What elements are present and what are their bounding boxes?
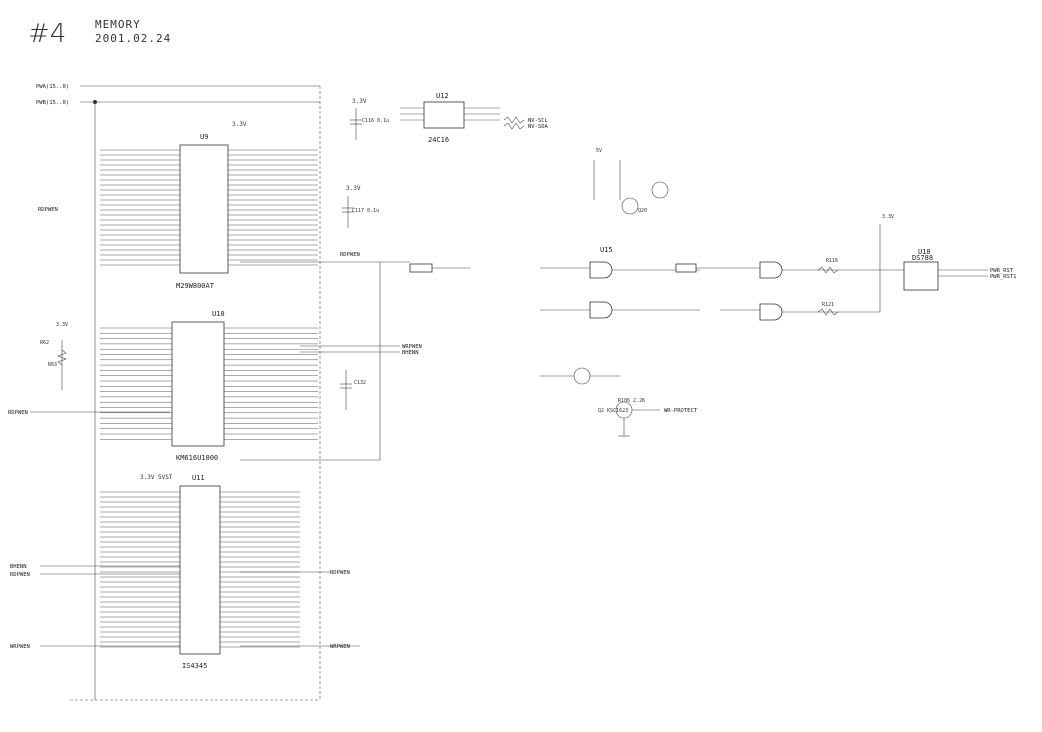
- sheet-date: 2001.02.24: [95, 32, 171, 45]
- net-pwr-rst1: PWR_RST1: [990, 274, 1017, 280]
- c116-label: C116 0.1u: [362, 118, 389, 124]
- r121-label: R121: [822, 302, 834, 308]
- r116-label: R116: [826, 258, 838, 264]
- u9-part: M29W800AT: [176, 282, 215, 290]
- net-wrpwen-mid: WRPWEN: [402, 344, 422, 350]
- net-bhenn-left: BHENN: [10, 564, 27, 570]
- net-wrpwen-left: WRPWEN: [10, 644, 30, 650]
- u9-vcc: 3.3V: [232, 121, 247, 128]
- net-pwr-rst: PWR_RST: [990, 268, 1014, 274]
- c117-vcc: 3.3V: [346, 185, 361, 192]
- q2-label: Q2 KSC1623: [598, 408, 628, 414]
- svg-text:U18: U18: [918, 248, 931, 256]
- net-sda: NV-SDA: [528, 124, 549, 130]
- sheet-number: #4: [28, 19, 66, 49]
- u18-part: DS788: [912, 254, 933, 262]
- net-rdpwen-mid2: RDPWEN: [340, 252, 360, 258]
- net-scl: NV-SCL: [528, 118, 549, 124]
- net-bhenn-mid: BHENN: [402, 350, 419, 356]
- u10-sram-chip: U10 KM616U1000: [100, 310, 318, 462]
- c117-label: C117 0.1u: [352, 208, 379, 214]
- r106-label: R106 2.2K: [618, 398, 645, 404]
- u12-part: 24C16: [428, 136, 449, 144]
- svg-text:U9: U9: [200, 133, 208, 141]
- c132-label: C132: [354, 380, 366, 386]
- net-rdpwen-mid: RDPWEN: [8, 410, 28, 416]
- bus-label-pwa: PWA(15..0): [36, 84, 69, 90]
- net-rdpwen-right: RDPWEN: [330, 570, 350, 576]
- u11-chip: U11 IS4345: [100, 474, 300, 670]
- u18-vcc: 3.3V: [882, 214, 894, 220]
- q20-label: Q20: [638, 208, 647, 214]
- u15-logic-gates: U15: [589, 246, 783, 321]
- svg-text:U12: U12: [436, 92, 449, 100]
- u12-eeprom-chip: U12 24C16: [400, 92, 525, 144]
- u10-part: KM616U1000: [176, 454, 218, 462]
- svg-text:U15: U15: [600, 246, 613, 254]
- r63-label: R63: [48, 362, 57, 368]
- sheet-title: MEMORY: [95, 18, 141, 31]
- net-wrpwen-right: WRPWEN: [330, 644, 350, 650]
- svg-text:U11: U11: [192, 474, 205, 482]
- left-vcc: 3.3V: [56, 322, 68, 328]
- net-wp-protect: WR-PROTECT: [664, 408, 698, 414]
- q20-vcc: 5V: [596, 148, 602, 154]
- u11-part: IS4345: [182, 662, 207, 670]
- net-rdpwen-left: RDPWEN: [38, 207, 58, 213]
- svg-text:U10: U10: [212, 310, 225, 318]
- u9-flash-chip: U9 M29W800AT: [100, 133, 318, 290]
- u18-reset-chip: U18 DS788: [880, 248, 988, 291]
- u11-vcc: 3.3V 5VST: [140, 474, 173, 481]
- r62-label: R62: [40, 340, 49, 346]
- u12-vcc: 3.3V: [352, 98, 367, 105]
- bus-label-pwb: PWB(15..0): [36, 100, 69, 106]
- net-rdpwen-low: RDPWEN: [10, 572, 30, 578]
